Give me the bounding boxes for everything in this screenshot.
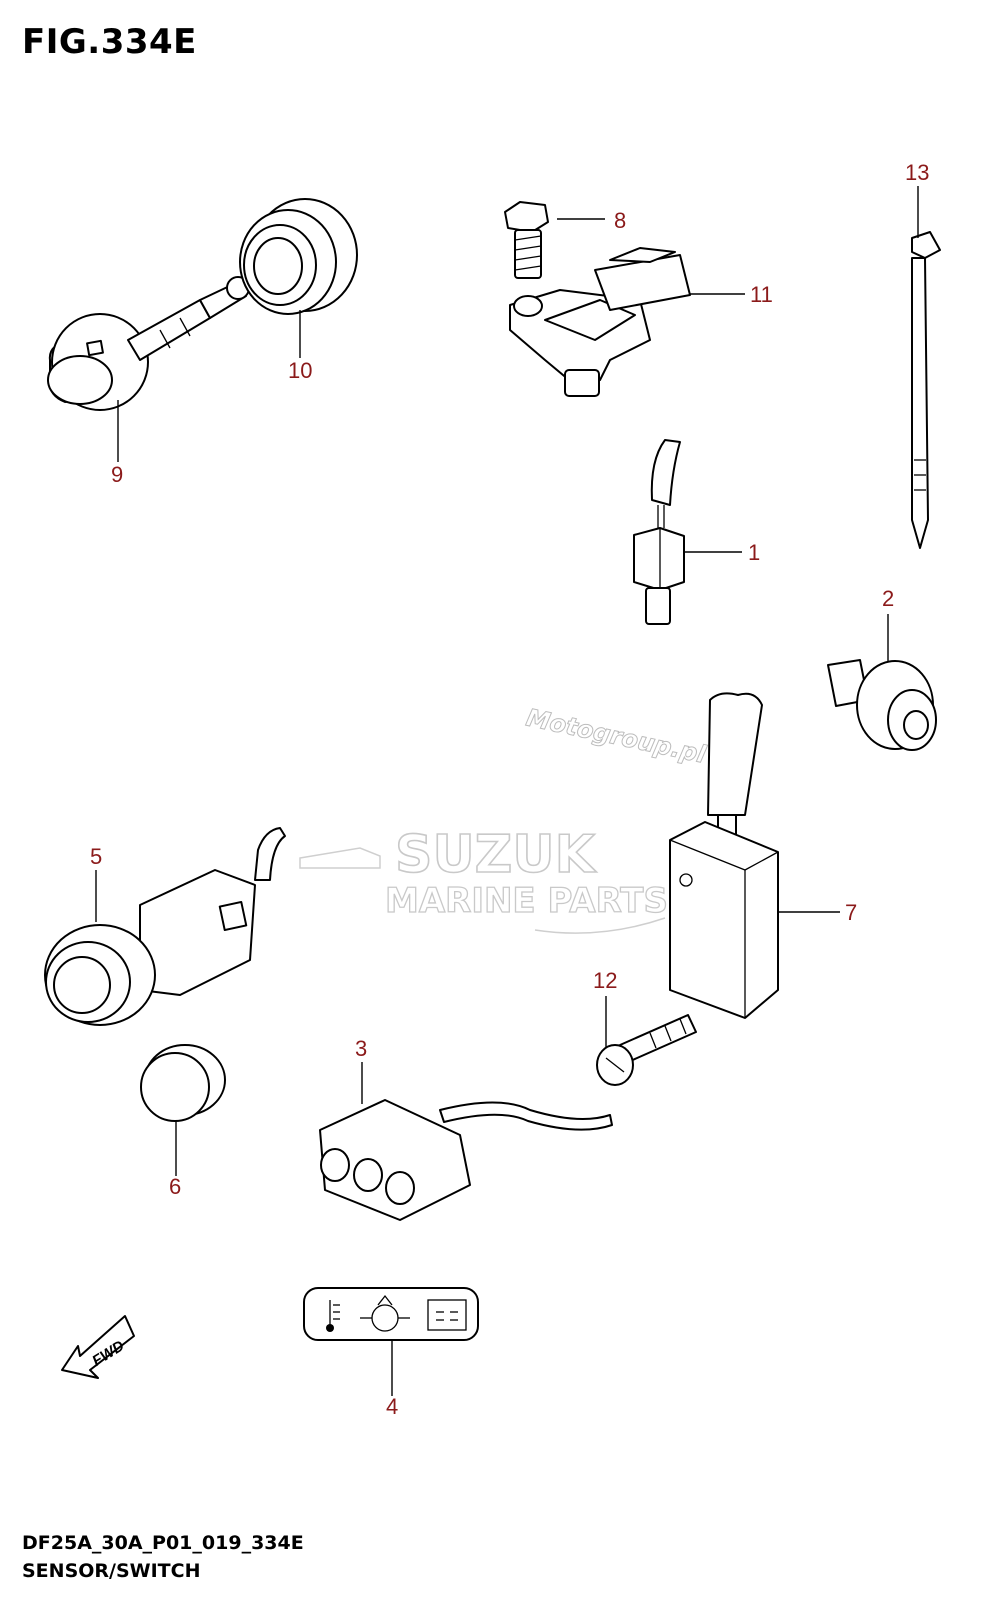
thermometer-icon	[326, 1300, 340, 1332]
callout-10: 10	[288, 358, 312, 383]
callout-1: 1	[748, 540, 760, 565]
part-5-sensor-housing	[44, 827, 286, 1026]
figure-title: FIG.334E	[22, 22, 197, 62]
callout-7: 7	[845, 900, 857, 925]
callout-labels: 1 2 3 4 5 6 7 8 9 10 11 12 13	[90, 160, 929, 1419]
watermark-boat-icon	[299, 847, 381, 869]
callout-8: 8	[614, 208, 626, 233]
callout-5: 5	[90, 844, 102, 869]
callout-12: 12	[593, 968, 617, 993]
callout-2: 2	[882, 586, 894, 611]
part-1-temperature-sensor	[633, 439, 685, 625]
part-7-switch	[669, 692, 779, 1019]
battery-icon	[427, 1299, 467, 1331]
part-12-screw	[596, 1014, 697, 1086]
section-name: SENSOR/SWITCH	[22, 1560, 201, 1582]
part-2-oil-pressure-switch	[827, 659, 937, 751]
watermark-site: Motogroup.pl	[524, 703, 709, 769]
watermark: SUZUK MARINE PARTS Motogroup.pl	[299, 703, 709, 934]
watermark-brand-subtitle: MARINE PARTS	[385, 881, 668, 921]
callout-3: 3	[355, 1036, 367, 1061]
oil-pressure-icon	[360, 1294, 410, 1332]
leader-lines	[95, 186, 919, 1396]
part-9-sensor	[47, 276, 250, 411]
fwd-arrow-icon: FWD	[61, 1315, 135, 1379]
part-6-cap	[140, 1044, 226, 1122]
callout-13: 13	[905, 160, 929, 185]
watermark-brand: SUZUK	[395, 825, 597, 885]
part-4-indicator-label	[303, 1287, 479, 1341]
part-11-pressure-sensor	[509, 247, 691, 397]
callout-6: 6	[169, 1174, 181, 1199]
callout-9: 9	[111, 462, 123, 487]
part-13-cable-tie	[911, 231, 941, 549]
part-8-bolt	[504, 201, 549, 279]
callout-4: 4	[386, 1394, 398, 1419]
watermark-swoosh	[534, 917, 666, 934]
part-10-grommet	[239, 198, 358, 315]
part-3-indicator-unit	[319, 1099, 613, 1221]
callout-11: 11	[750, 282, 773, 307]
model-code: DF25A_30A_P01_019_334E	[22, 1532, 304, 1554]
